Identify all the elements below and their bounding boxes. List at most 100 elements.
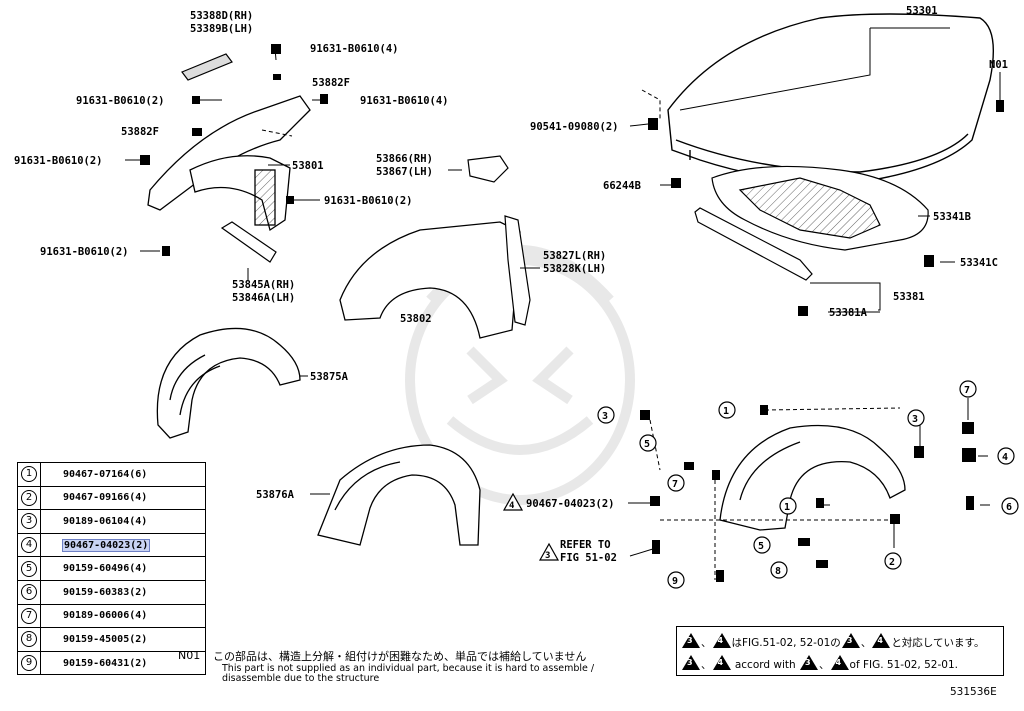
part-number[interactable]: 90467-09166(4)	[63, 492, 148, 504]
part-number[interactable]: 90467-07164(6)	[63, 468, 148, 480]
svg-text:3: 3	[545, 551, 550, 561]
label-insulator: 53341B	[933, 211, 971, 223]
label-n01: N01	[989, 59, 1008, 71]
note-code: N01	[178, 649, 201, 662]
svg-text:5: 5	[758, 541, 764, 552]
label-bracket-rh: 53866(RH)	[376, 153, 433, 165]
table-row: 2 90467-09166(4)	[17, 485, 206, 511]
note-jp: この部品は、構造上分解・組付けが困難なため、単品では補給していません	[213, 650, 587, 663]
label-cover-lh: 53389B(LH)	[190, 23, 253, 35]
part-number-cell[interactable]: 90159-45005(2)	[40, 627, 206, 652]
liner-assembly-drawing	[719, 424, 906, 531]
label-seal-clip: 53381A	[829, 307, 868, 319]
parts-table: 1 90467-07164(6) 2 90467-09166(4) 3 90189-061…	[17, 462, 206, 676]
label-fender-apron: 53801	[292, 160, 324, 172]
label-bolt-mid: 91631-B0610(2)	[324, 195, 413, 207]
bracket-drawing	[467, 155, 509, 183]
label-seal-rh: 53827L(RH)	[543, 250, 606, 262]
table-row: 3 90189-06104(4)	[17, 509, 206, 534]
callout-number: 9	[21, 655, 37, 672]
svg-text:4: 4	[509, 501, 515, 511]
callout-numbers: 3 5 1 7 1 5 8 9 7 3 4 6 2	[602, 385, 1012, 587]
label-brace-rh: 53845A(RH)	[232, 279, 295, 291]
svg-text:1: 1	[723, 406, 729, 417]
figure-number: 531536E	[950, 686, 997, 698]
hood-drawing	[667, 13, 995, 184]
callout-number: 1	[21, 466, 37, 483]
callout-number: 2	[21, 489, 37, 506]
label-hood-stop: 90541-09080(2)	[530, 121, 619, 133]
brace-drawing	[220, 221, 277, 263]
label-clip-ref: 90467-04023(2)	[526, 498, 615, 510]
part-number[interactable]: 90159-45005(2)	[63, 633, 148, 645]
callout-number: 4	[21, 537, 37, 554]
svg-text:9: 9	[672, 576, 678, 587]
label-fender: 53802	[400, 313, 432, 325]
part-number-cell[interactable]: 90189-06006(4)	[40, 603, 206, 629]
leader-lines	[125, 27, 1001, 580]
callout-number: 3	[21, 513, 37, 530]
table-row: 8 90159-45005(2)	[17, 627, 206, 652]
label-seal-lh: 53828K(LH)	[543, 263, 606, 275]
svg-text:1: 1	[784, 502, 790, 513]
label-rear-liner: 53876A	[256, 489, 295, 501]
svg-text:3: 3	[602, 411, 608, 422]
triangle-4-icon: 4	[712, 633, 731, 648]
rear-liner-drawing	[317, 444, 481, 546]
table-row: 7 90189-06006(4)	[17, 603, 206, 629]
part-number-cell[interactable]: 90159-60383(2)	[40, 579, 206, 605]
part-number-cell[interactable]: 90189-06104(4)	[40, 509, 206, 534]
numbered-callouts	[597, 380, 1019, 589]
hood-insulator-drawing	[711, 165, 929, 251]
part-number[interactable]: 90159-60496(4)	[63, 563, 148, 575]
svg-text:8: 8	[775, 566, 781, 577]
label-refer-2: FIG 51-02	[560, 552, 617, 564]
label-bolt-mid-left: 91631-B0610(2)	[14, 155, 103, 167]
note-en: This part is not supplied as an individu…	[222, 663, 595, 684]
label-bolt-right: 91631-B0610(4)	[360, 95, 449, 107]
hood-seal-drawing	[694, 207, 813, 281]
part-number[interactable]: 90467-04023(2)	[61, 538, 151, 552]
ref-triangles: 4 3	[502, 492, 560, 561]
label-bolt-left: 91631-B0610(2)	[76, 95, 165, 107]
label-hood: 53301	[906, 5, 938, 17]
part-number[interactable]: 90159-60383(2)	[63, 586, 148, 598]
callout-number: 8	[21, 631, 37, 648]
cover-drawing	[181, 53, 233, 81]
table-row: 4 90467-04023(2)	[17, 532, 206, 558]
table-row: 9 90159-60431(2)	[17, 650, 206, 676]
part-number[interactable]: 90189-06104(4)	[63, 515, 148, 527]
label-hood-pad: 66244B	[603, 180, 641, 192]
part-labels: 53301 N01 90541-09080(2) 66244B 53341B 5…	[14, 5, 1008, 564]
part-number-cell[interactable]: 90467-07164(6)	[40, 462, 206, 487]
part-number-cell[interactable]: 90159-60496(4)	[40, 556, 206, 581]
label-cover-rh: 53388D(RH)	[190, 10, 253, 22]
fender-seal-drawing	[504, 215, 531, 326]
svg-text:6: 6	[1006, 502, 1012, 513]
fender-apron-drawing	[147, 95, 311, 232]
part-number[interactable]: 90159-60431(2)	[63, 657, 148, 669]
label-refer-1: REFER TO	[560, 539, 611, 551]
label-bolt-top: 91631-B0610(4)	[310, 43, 399, 55]
triangle-ref-3	[538, 542, 560, 561]
label-front-liner: 53875A	[310, 371, 349, 383]
front-liner-drawing	[156, 327, 301, 439]
table-row: 1 90467-07164(6)	[17, 462, 206, 487]
fastener-markers	[140, 44, 1004, 582]
label-insulator-clip: 53341C	[960, 257, 998, 269]
callout-number: 7	[21, 607, 37, 624]
label-pad-left: 53882F	[121, 126, 159, 138]
part-number[interactable]: 90189-06006(4)	[63, 610, 148, 622]
triangle-ref-4	[502, 492, 524, 511]
part-number-cell[interactable]: 90467-04023(2)	[40, 532, 206, 558]
svg-text:2: 2	[889, 557, 895, 568]
part-number-cell[interactable]: 90159-60431(2)	[40, 650, 206, 676]
part-number-cell[interactable]: 90467-09166(4)	[40, 485, 206, 511]
